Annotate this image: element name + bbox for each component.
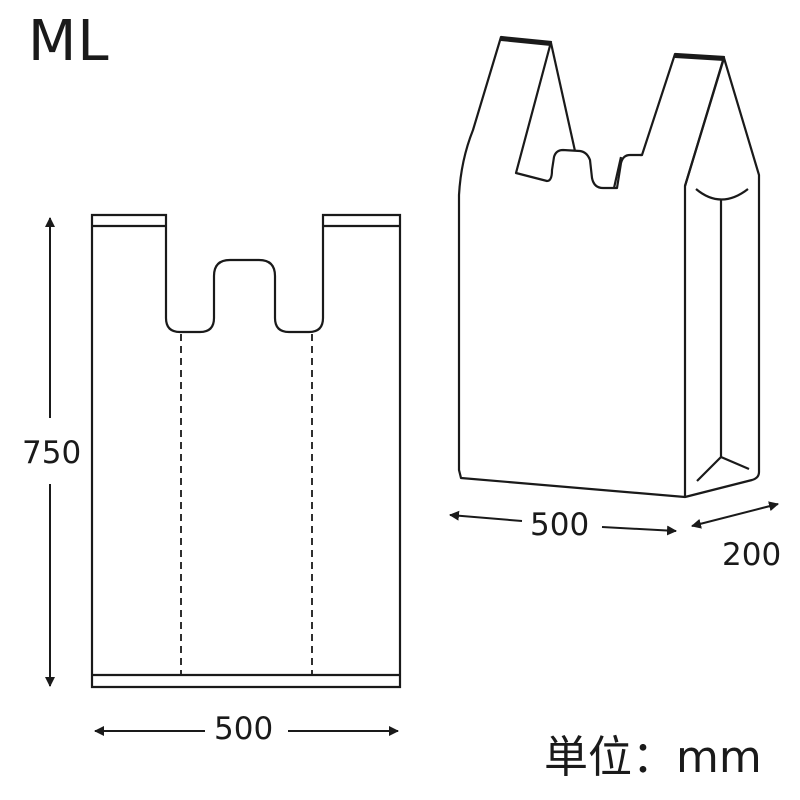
perspective-width-label: 500: [530, 507, 590, 543]
size-title: ML: [28, 9, 110, 74]
perspective-bag: [457, 35, 761, 499]
perspective-depth-label: 200: [722, 537, 782, 573]
perspective-width-arrow: [449, 510, 677, 536]
height-label: 750: [22, 435, 82, 471]
perspective-depth-arrow: [691, 501, 779, 529]
flat-width-label: 500: [214, 711, 274, 747]
unit-label: 単位：mm: [544, 732, 762, 783]
flat-bag: [90, 213, 402, 689]
